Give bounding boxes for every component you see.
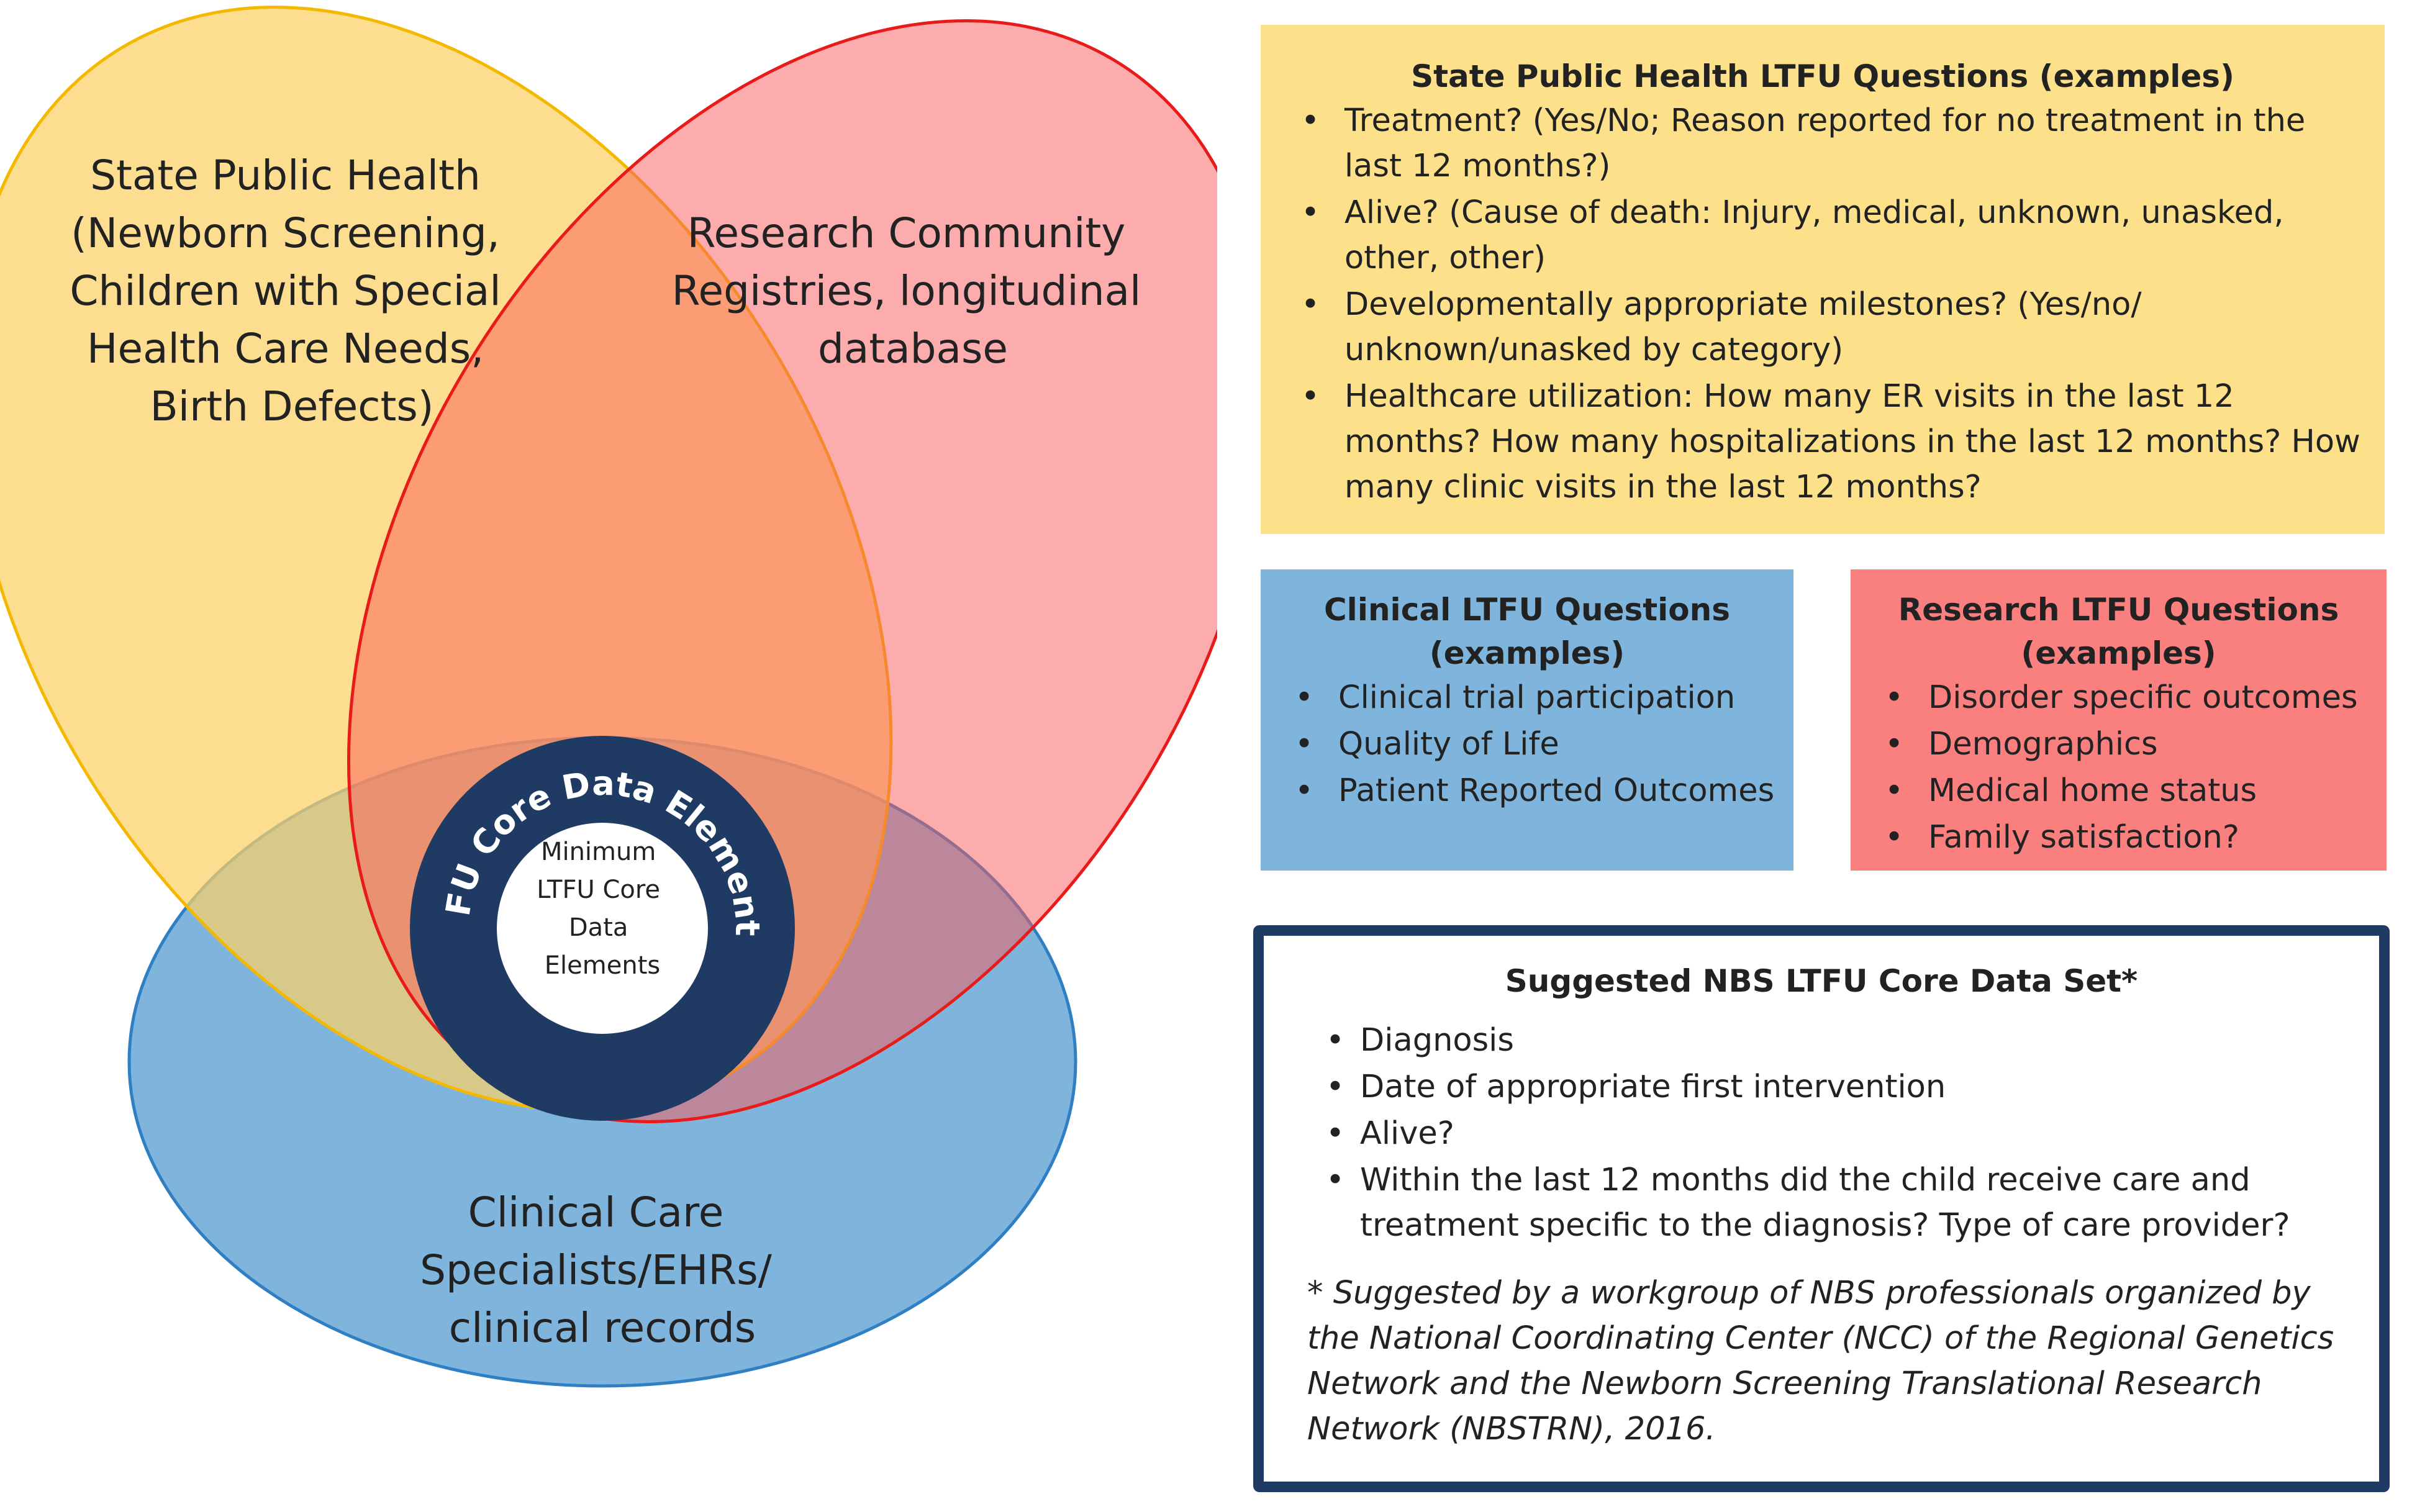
state-panel-list: Treatment? (Yes/No; Reason reported for …	[1273, 98, 2372, 510]
research-panel-list: Disorder specific outcomes Demographics …	[1857, 675, 2380, 860]
minimum-core-circle	[497, 823, 708, 1034]
clinical-panel-title: Clinical LTFU Questions (examples)	[1323, 592, 1730, 671]
clinical-care-label: Clinical Care Specialists/EHRs/ clinical…	[420, 1188, 785, 1352]
core-panel-list: Diagnosis Date of appropriate first inte…	[1282, 1018, 2360, 1248]
list-item: Within the last 12 months did the child …	[1282, 1157, 2360, 1248]
core-data-set-panel: Suggested NBS LTFU Core Data Set* Diagno…	[1253, 925, 2390, 1492]
state-panel-title: State Public Health LTFU Questions (exam…	[1411, 58, 2234, 94]
list-item: Alive? (Cause of death: Injury, medical,…	[1273, 190, 2372, 281]
list-item: Clinical trial participation	[1267, 675, 1787, 720]
clinical-questions-panel: Clinical LTFU Questions (examples) Clini…	[1261, 569, 1793, 871]
list-item: Family satisfaction?	[1857, 815, 2380, 860]
research-questions-panel: Research LTFU Questions (examples) Disor…	[1851, 569, 2387, 871]
state-public-health-label: State Public Health (Newborn Screening, …	[70, 152, 514, 430]
minimum-core-label: Minimum LTFU Core Data Elements	[537, 838, 668, 980]
list-item: Medical home status	[1857, 768, 2380, 813]
list-item: Healthcare utilization: How many ER visi…	[1273, 374, 2372, 510]
clinical-panel-list: Clinical trial participation Quality of …	[1267, 675, 1787, 813]
venn-diagram: State Public Health (Newborn Screening, …	[0, 6, 1217, 1388]
core-panel-title: Suggested NBS LTFU Core Data Set*	[1505, 963, 2138, 999]
list-item: Diagnosis	[1282, 1018, 2360, 1063]
research-panel-title: Research LTFU Questions (examples)	[1898, 592, 2339, 671]
list-item: Date of appropriate first intervention	[1282, 1064, 2360, 1110]
list-item: Developmentally appropriate milestones? …	[1273, 282, 2372, 373]
research-community-label: Research Community Registries, longitudi…	[672, 209, 1154, 373]
list-item: Patient Reported Outcomes	[1267, 768, 1787, 813]
list-item: Treatment? (Yes/No; Reason reported for …	[1273, 98, 2372, 189]
state-public-health-questions-panel: State Public Health LTFU Questions (exam…	[1261, 25, 2385, 534]
core-panel-footnote: * Suggested by a workgroup of NBS profes…	[1307, 1275, 2334, 1447]
list-item: Quality of Life	[1267, 722, 1787, 767]
list-item: Alive?	[1282, 1111, 2360, 1156]
list-item: Disorder specific outcomes	[1857, 675, 2380, 720]
list-item: Demographics	[1857, 722, 2380, 767]
